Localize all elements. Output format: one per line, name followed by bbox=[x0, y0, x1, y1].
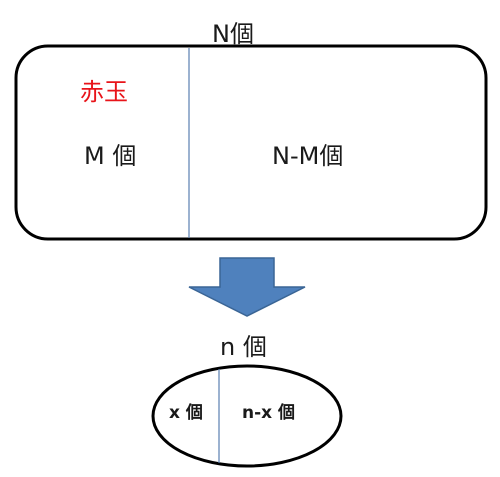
sample-ellipse bbox=[151, 364, 343, 468]
population-box bbox=[14, 44, 488, 241]
sample-other-count: n-x 個 bbox=[242, 403, 296, 423]
red-ball-count: M 個 bbox=[84, 142, 137, 170]
sample-red-count: x 個 bbox=[169, 403, 203, 423]
red-ball-title: 赤玉 bbox=[80, 78, 128, 106]
down-arrow-icon bbox=[188, 257, 306, 317]
other-ball-count: N-M個 bbox=[272, 142, 344, 170]
sample-total-label: n 個 bbox=[220, 333, 267, 361]
population-total-label: N個 bbox=[212, 20, 254, 48]
